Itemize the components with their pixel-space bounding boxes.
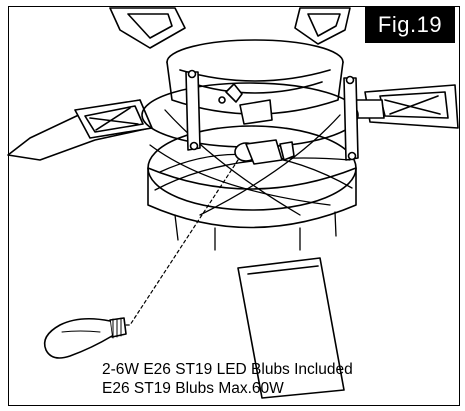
callout-leader-line [125, 159, 239, 326]
caption-line-2: E26 ST19 Blubs Max.60W [102, 380, 284, 397]
cage-arm-left [185, 69, 201, 151]
top-blade-left-icon [109, 7, 186, 49]
cage-band-icon [147, 125, 357, 229]
right-blade-icon [355, 84, 459, 129]
figure-label: Fig.19 [377, 12, 443, 37]
cage-arm-right [343, 75, 359, 161]
edison-bulb-icon [43, 317, 127, 359]
figure-label-badge: Fig.19 [365, 7, 455, 43]
front-blade-icon [237, 257, 345, 399]
top-blade-right-icon [294, 7, 351, 45]
socket-cluster-icon [218, 83, 295, 165]
cage-wires [149, 109, 353, 251]
left-blade-icon [7, 99, 153, 161]
bulb-caption: 2-6W E26 ST19 LED Blubs Included E26 ST1… [102, 360, 353, 398]
caption-line-1: 2-6W E26 ST19 LED Blubs Included [102, 361, 353, 378]
